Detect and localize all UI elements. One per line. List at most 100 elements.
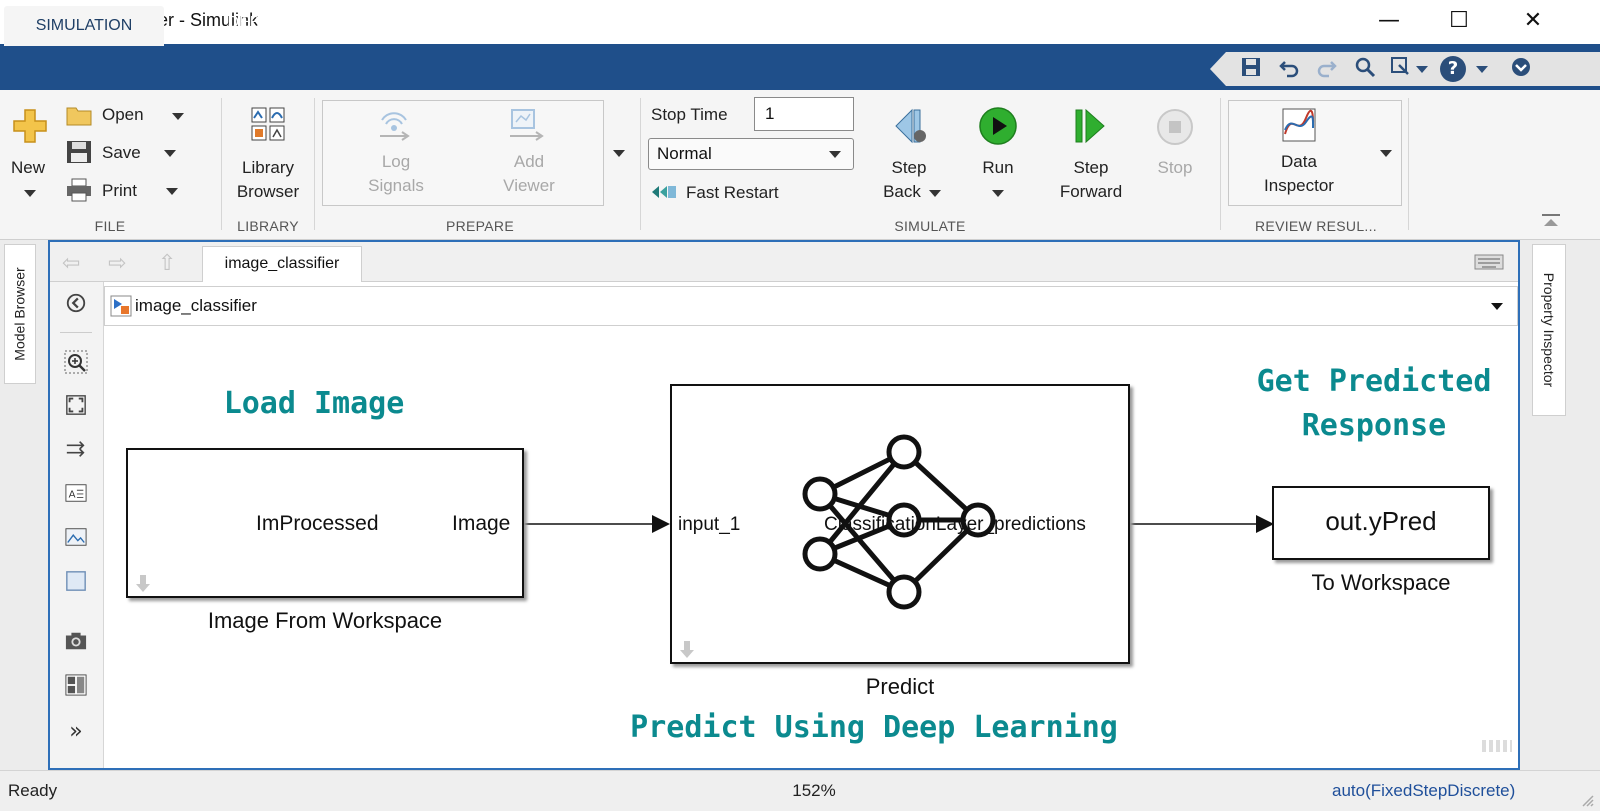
redo-icon[interactable] [1314, 56, 1340, 82]
tab-simulation[interactable]: SIMULATION [4, 6, 164, 46]
model-browser-label: Model Browser [12, 267, 28, 361]
stop-button[interactable]: Stop [1135, 156, 1215, 180]
resize-grip-icon[interactable] [1482, 740, 1512, 752]
chevron-down-icon[interactable] [164, 150, 176, 157]
diagram-canvas[interactable]: Load Image Get Predicted Response Predic… [104, 328, 1518, 768]
undo-icon[interactable] [1276, 56, 1302, 82]
back-arrow-icon[interactable]: ⇦ [62, 251, 81, 276]
open-button[interactable]: Open [102, 105, 144, 124]
to-workspace-block-name[interactable]: To Workspace [1311, 570, 1451, 595]
annotation-load-image[interactable]: Load Image [223, 386, 405, 421]
step-back-icon[interactable] [890, 106, 930, 146]
left-side-panel: Model Browser [0, 240, 48, 770]
up-arrow-icon[interactable]: ⇧ [158, 251, 177, 276]
library-browser-label-1: Library [242, 158, 294, 177]
data-inspector-label-2: Inspector [1264, 176, 1334, 195]
keyboard-icon[interactable] [1474, 254, 1504, 270]
library-browser-button[interactable]: Library Browser [228, 156, 308, 204]
model-address-bar[interactable]: image_classifier [104, 286, 1518, 326]
simulate-group-label: SIMULATE [894, 218, 966, 234]
chevron-down-icon[interactable] [613, 150, 625, 157]
prepare-group-label: PREPARE [446, 218, 514, 234]
open-icon[interactable] [66, 104, 92, 126]
log-signals-icon[interactable] [376, 108, 414, 144]
print-button[interactable]: Print [102, 181, 137, 200]
fast-restart-icon[interactable] [651, 182, 677, 202]
step-forward-label-1: Step [1073, 158, 1109, 177]
tab-apps[interactable]: APPS [749, 14, 793, 31]
new-icon[interactable] [12, 108, 48, 144]
new-button[interactable]: New [11, 158, 46, 177]
camera-icon[interactable] [62, 630, 90, 658]
collapse-ribbon-icon[interactable] [1540, 212, 1562, 230]
status-solver[interactable]: auto(FixedStepDiscrete) [1332, 781, 1516, 800]
chevron-down-icon[interactable] [929, 190, 941, 197]
arrow-direction-icon[interactable] [62, 438, 90, 466]
help-icon[interactable]: ? [1440, 56, 1466, 82]
to-workspace-block[interactable]: out.yPred [1272, 486, 1490, 560]
run-label: Run [982, 158, 1014, 177]
add-viewer-icon[interactable] [508, 108, 548, 144]
annotation-get-predicted[interactable]: Get Predicted Response [1224, 360, 1524, 448]
status-zoom[interactable]: 152% [792, 781, 836, 800]
log-signals-button[interactable]: Log Signals [356, 150, 436, 198]
collapse-ribbon-icon[interactable] [1508, 56, 1534, 82]
chevron-down-icon[interactable] [1476, 66, 1488, 73]
annotation-predict[interactable]: Predict Using Deep Learning [630, 710, 1118, 745]
image-from-workspace-block[interactable]: ImProcessed Image [126, 448, 524, 598]
save-button[interactable]: Save [102, 143, 141, 162]
status-bar: Ready 152% auto(FixedStepDiscrete) [0, 770, 1600, 811]
stop-icon[interactable] [1156, 108, 1194, 146]
area-icon[interactable] [62, 570, 90, 598]
minimize-button[interactable]: — [1378, 8, 1400, 33]
step-forward-button[interactable]: Step Forward [1051, 156, 1131, 204]
run-icon[interactable] [978, 106, 1018, 146]
chevron-down-icon[interactable] [1491, 303, 1503, 310]
hide-show-explorer-icon[interactable] [62, 292, 90, 320]
data-inspector-icon[interactable] [1282, 108, 1316, 142]
predict-block[interactable]: input_1 ClassificationLayer_predictions [670, 384, 1130, 664]
chevron-down-icon[interactable] [24, 190, 36, 197]
close-button[interactable]: ✕ [1523, 8, 1543, 33]
annotation-icon[interactable]: A [62, 482, 90, 510]
predict-block-name[interactable]: Predict [865, 674, 935, 699]
forward-arrow-icon[interactable]: ⇨ [108, 251, 127, 276]
save-icon[interactable] [66, 140, 92, 164]
chevron-down-icon[interactable] [172, 113, 184, 120]
expand-toolbar-icon[interactable]: » [69, 719, 83, 744]
model-browser-tab[interactable]: Model Browser [4, 244, 36, 384]
group-divider [640, 98, 641, 230]
image-block-name[interactable]: Image From Workspace [207, 608, 443, 633]
step-forward-icon[interactable] [1072, 106, 1112, 146]
fit-to-view-icon[interactable] [62, 394, 90, 422]
stop-time-field[interactable]: 1 [754, 97, 854, 131]
model-layout-icon[interactable] [62, 674, 90, 702]
add-viewer-button[interactable]: Add Viewer [489, 150, 569, 198]
step-back-label-2: Back [883, 182, 921, 201]
chevron-down-icon[interactable] [1416, 66, 1428, 73]
resize-grip-icon[interactable] [1580, 793, 1594, 807]
step-back-button[interactable]: Step Back [869, 156, 949, 204]
chevron-down-icon[interactable] [1380, 150, 1392, 157]
shortcut-icon[interactable] [1388, 56, 1414, 82]
image-icon[interactable] [62, 526, 90, 554]
tab-modeling[interactable]: MODELING [383, 14, 469, 31]
tab-debug[interactable]: DEBUG [227, 14, 285, 31]
tab-format[interactable]: FORMAT [564, 14, 632, 31]
save-icon[interactable] [1238, 56, 1264, 82]
chevron-down-icon [829, 151, 841, 158]
simulation-mode-select[interactable]: Normal [648, 138, 854, 170]
chevron-down-icon[interactable] [992, 190, 1004, 197]
signal-arrowhead [1256, 515, 1274, 533]
fast-restart-button[interactable]: Fast Restart [686, 183, 779, 202]
maximize-button[interactable]: ☐ [1449, 8, 1469, 33]
data-inspector-button[interactable]: Data Inspector [1259, 150, 1339, 198]
print-icon[interactable] [66, 178, 92, 202]
chevron-down-icon[interactable] [166, 188, 178, 195]
property-inspector-tab[interactable]: Property Inspector [1532, 244, 1566, 416]
search-icon[interactable] [1352, 56, 1378, 82]
zoom-icon[interactable] [62, 350, 90, 378]
model-doc-tab[interactable]: image_classifier [202, 246, 362, 282]
run-button[interactable]: Run [958, 156, 1038, 180]
library-icon[interactable] [250, 106, 286, 142]
